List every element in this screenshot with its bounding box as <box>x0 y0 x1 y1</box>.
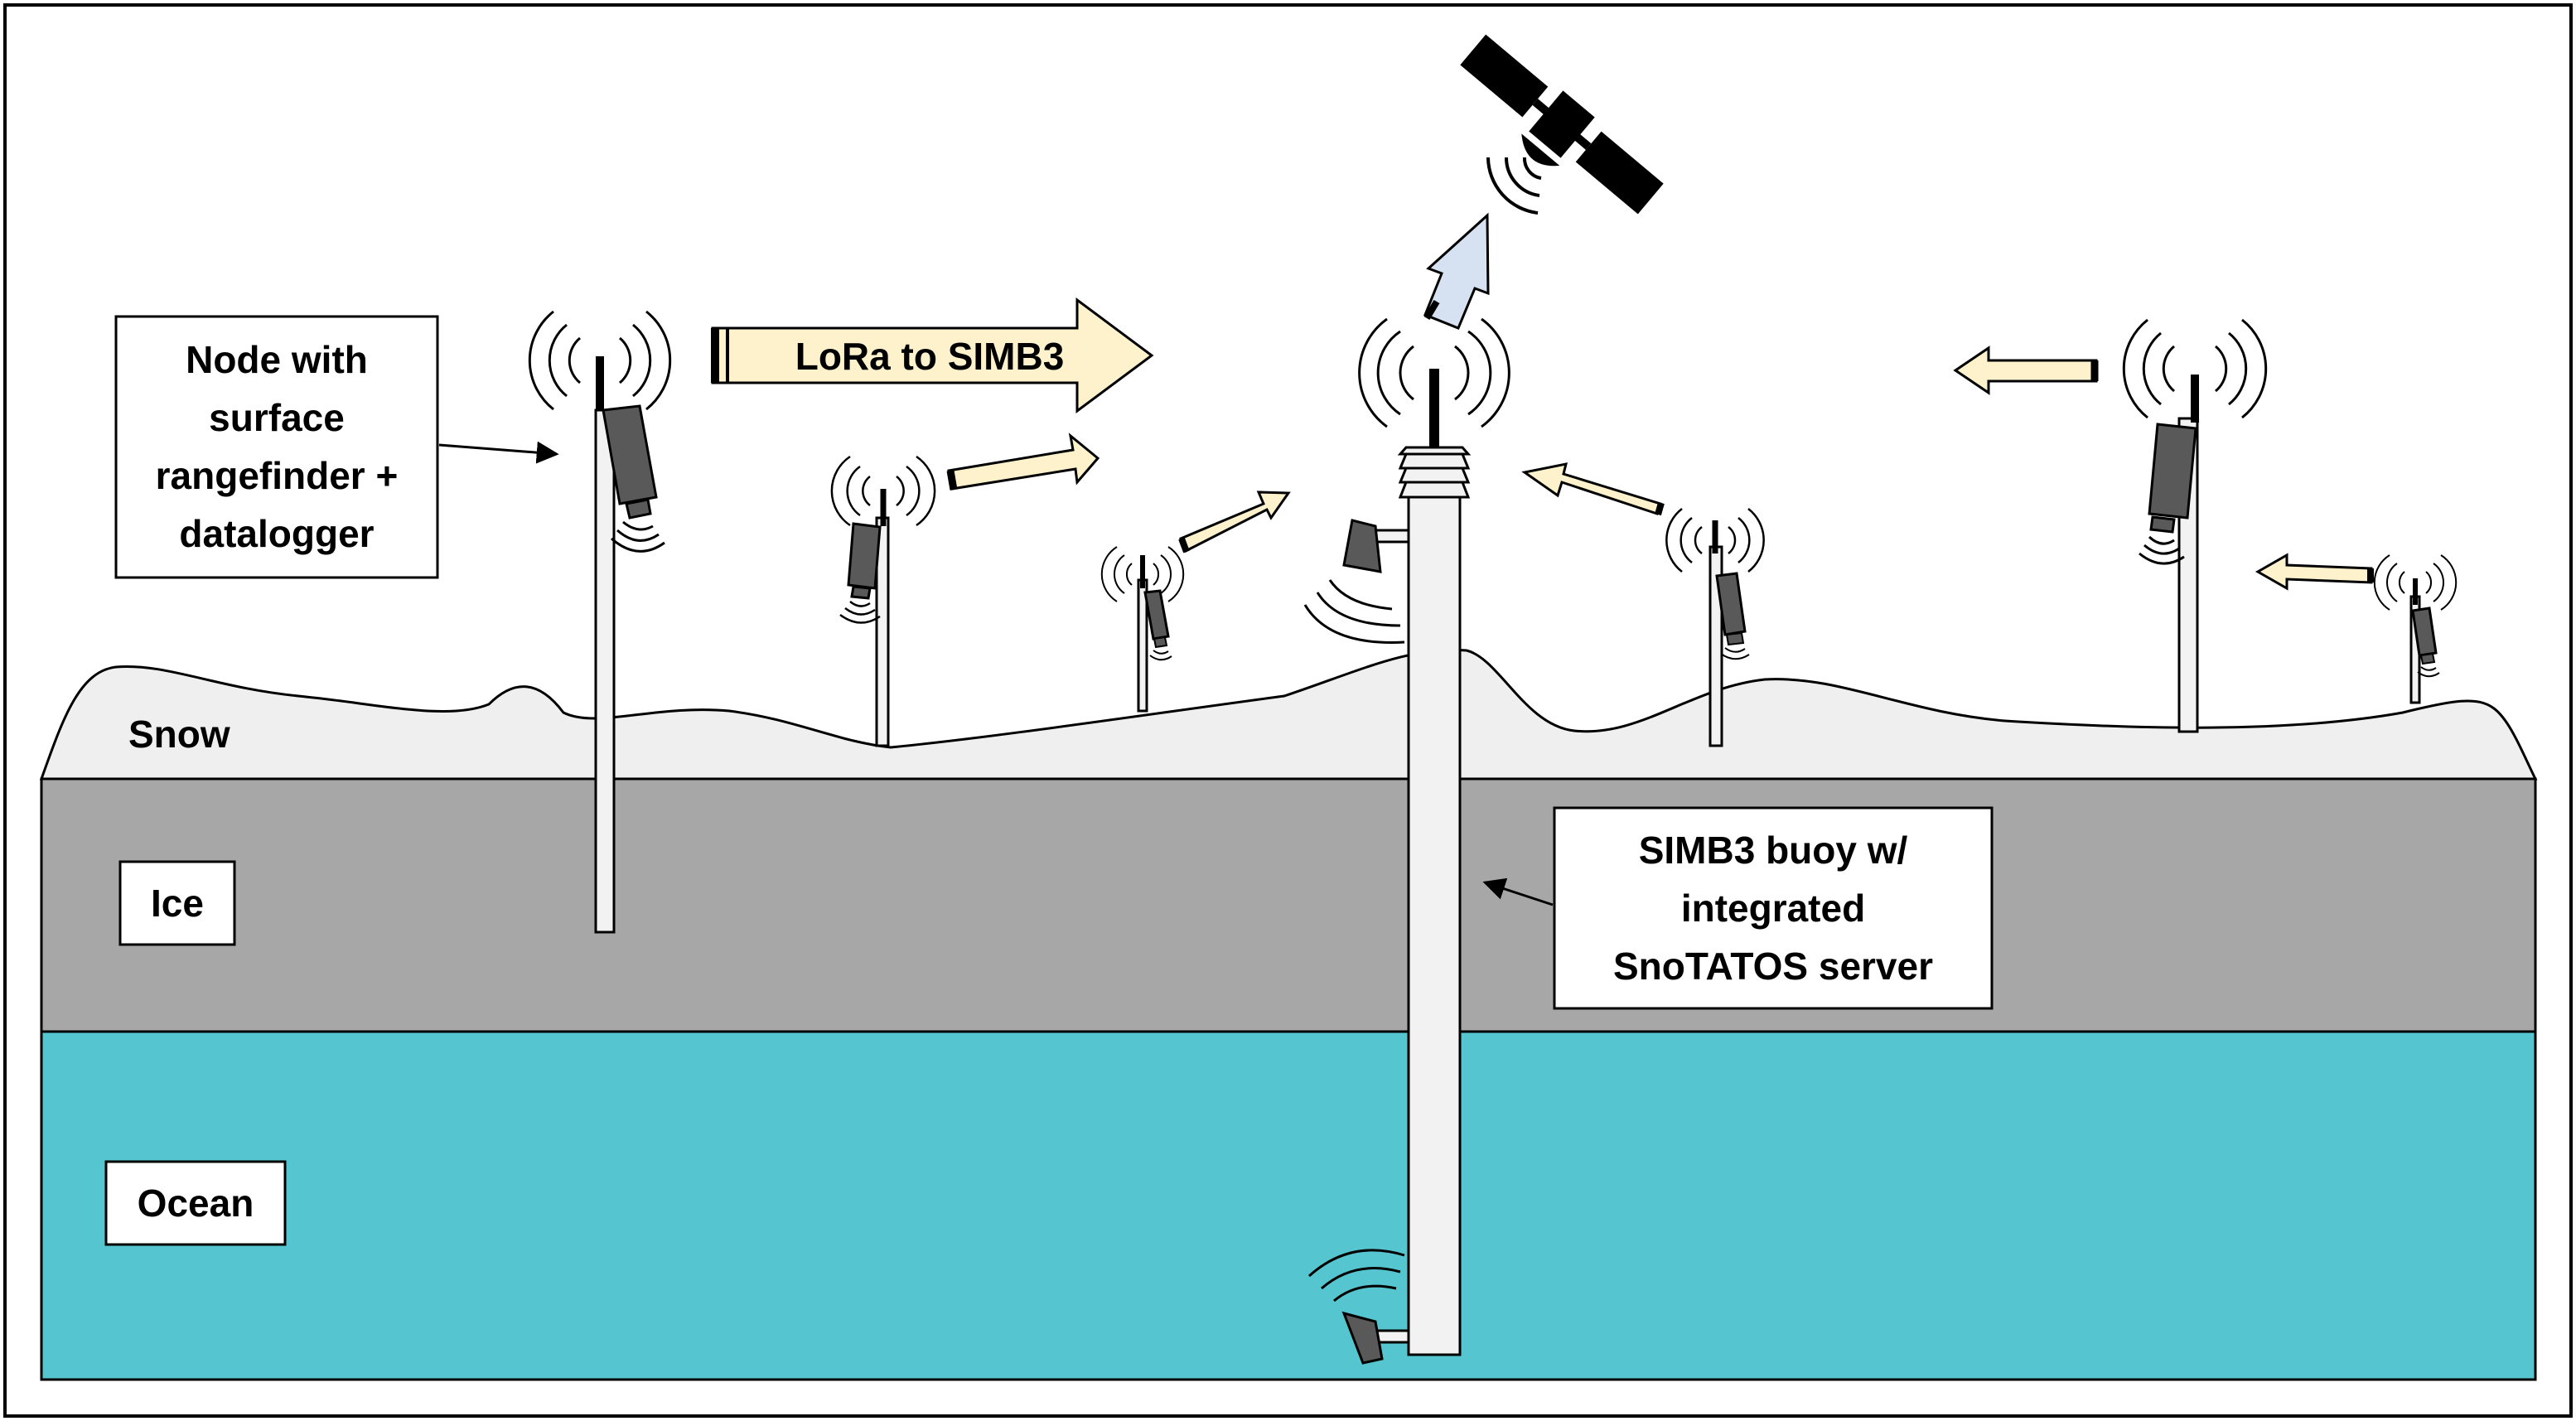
snow-layer <box>39 648 2538 781</box>
buoy-callout-line-1: SIMB3 buoy w/ <box>1639 829 1908 872</box>
rangefinder-sensor-icon <box>1143 589 1170 640</box>
radio-wave-icon <box>1307 1249 1405 1303</box>
radio-wave-icon <box>2417 666 2440 678</box>
surface-sounder-icon <box>1342 519 1382 573</box>
ice-label: Ice <box>151 882 204 925</box>
buoy-pole <box>1407 495 1462 1356</box>
ocean-label: Ocean <box>138 1182 254 1225</box>
sensor-lens <box>850 585 872 600</box>
node-callout: Node with surface rangefinder + datalogg… <box>114 315 559 579</box>
sensor-lens <box>2149 515 2176 534</box>
radio-wave-icon <box>1665 508 1765 573</box>
ocean-label-box: Ocean <box>104 1160 287 1246</box>
lora-arrow-icon <box>946 433 1100 491</box>
node-callout-line-3: rangefinder + <box>156 454 399 497</box>
buoy-callout-box <box>1553 806 1994 1010</box>
radio-wave-icon <box>1358 317 1510 428</box>
node-5 <box>2122 318 2268 733</box>
rangefinder-sensor-icon <box>602 404 658 505</box>
buoy-callout: SIMB3 buoy w/ integrated SnoTATOS server <box>1482 806 1994 1010</box>
buoy-housing-stack <box>1397 446 1472 499</box>
ice-label-box: Ice <box>118 860 236 946</box>
lora-arrow-icon <box>1953 346 2099 395</box>
radio-wave-icon <box>1486 157 1542 215</box>
radio-wave-icon <box>830 455 936 527</box>
node-3 <box>1100 546 1185 713</box>
lora-arrow-icon <box>1178 491 1291 553</box>
rangefinder-sensor-icon <box>1715 572 1747 636</box>
radio-wave-icon <box>2373 554 2458 611</box>
sounder-arm <box>1374 529 1410 544</box>
node-2 <box>830 455 936 747</box>
node-1 <box>528 310 672 934</box>
bottom-sounder-icon <box>1341 1311 1384 1365</box>
node-callout-line-4: datalogger <box>179 512 374 555</box>
bottom-sounder-arm <box>1374 1329 1410 1344</box>
sensor-lens <box>1153 636 1168 649</box>
simb3-buoy <box>1303 317 1510 1365</box>
radio-wave-icon <box>2122 318 2268 419</box>
lora-arrow-icon <box>2255 553 2374 591</box>
node-4 <box>1665 508 1765 747</box>
rangefinder-sensor-icon <box>847 522 882 590</box>
snow-label: Snow <box>128 713 230 756</box>
radio-wave-icon <box>1303 579 1405 644</box>
lora-arrow-icon <box>1521 462 1665 516</box>
rangefinder-sensor-icon <box>2148 423 2197 520</box>
uplink-arrow-icon <box>1423 212 1490 330</box>
radio-wave-icon <box>1149 650 1172 661</box>
radio-wave-icon <box>1100 546 1185 602</box>
lora-label: LoRa to SIMB3 <box>795 335 1065 378</box>
sensor-lens <box>625 498 652 520</box>
radio-wave-icon <box>839 601 881 624</box>
sensor-lens <box>1725 631 1745 646</box>
lora-arrow-icon <box>711 297 1154 413</box>
node-pole <box>594 408 616 934</box>
uplink-arrow-tail <box>1423 299 1440 321</box>
node-callout-line-1: Node with <box>186 338 368 381</box>
radio-wave-icon <box>1720 647 1750 660</box>
node-6 <box>2373 554 2458 704</box>
buoy-callout-line-2: integrated <box>1681 887 1865 930</box>
satellite-icon <box>1460 34 1664 215</box>
radio-wave-icon <box>528 310 672 411</box>
ice-layer <box>40 777 2537 1033</box>
radio-wave-icon <box>2139 535 2185 565</box>
buoy-callout-pointer <box>1482 877 1554 906</box>
node-callout-box <box>114 315 439 579</box>
rangefinder-sensor-icon <box>2411 607 2438 657</box>
node-callout-line-2: surface <box>209 396 345 439</box>
node-callout-pointer <box>438 441 559 464</box>
ocean-layer <box>40 1030 2537 1381</box>
radio-wave-icon <box>611 520 665 553</box>
sensor-lens <box>2419 652 2436 665</box>
lora-label-arrow: LoRa to SIMB3 <box>711 297 1154 413</box>
buoy-callout-line-3: SnoTATOS server <box>1613 945 1933 988</box>
